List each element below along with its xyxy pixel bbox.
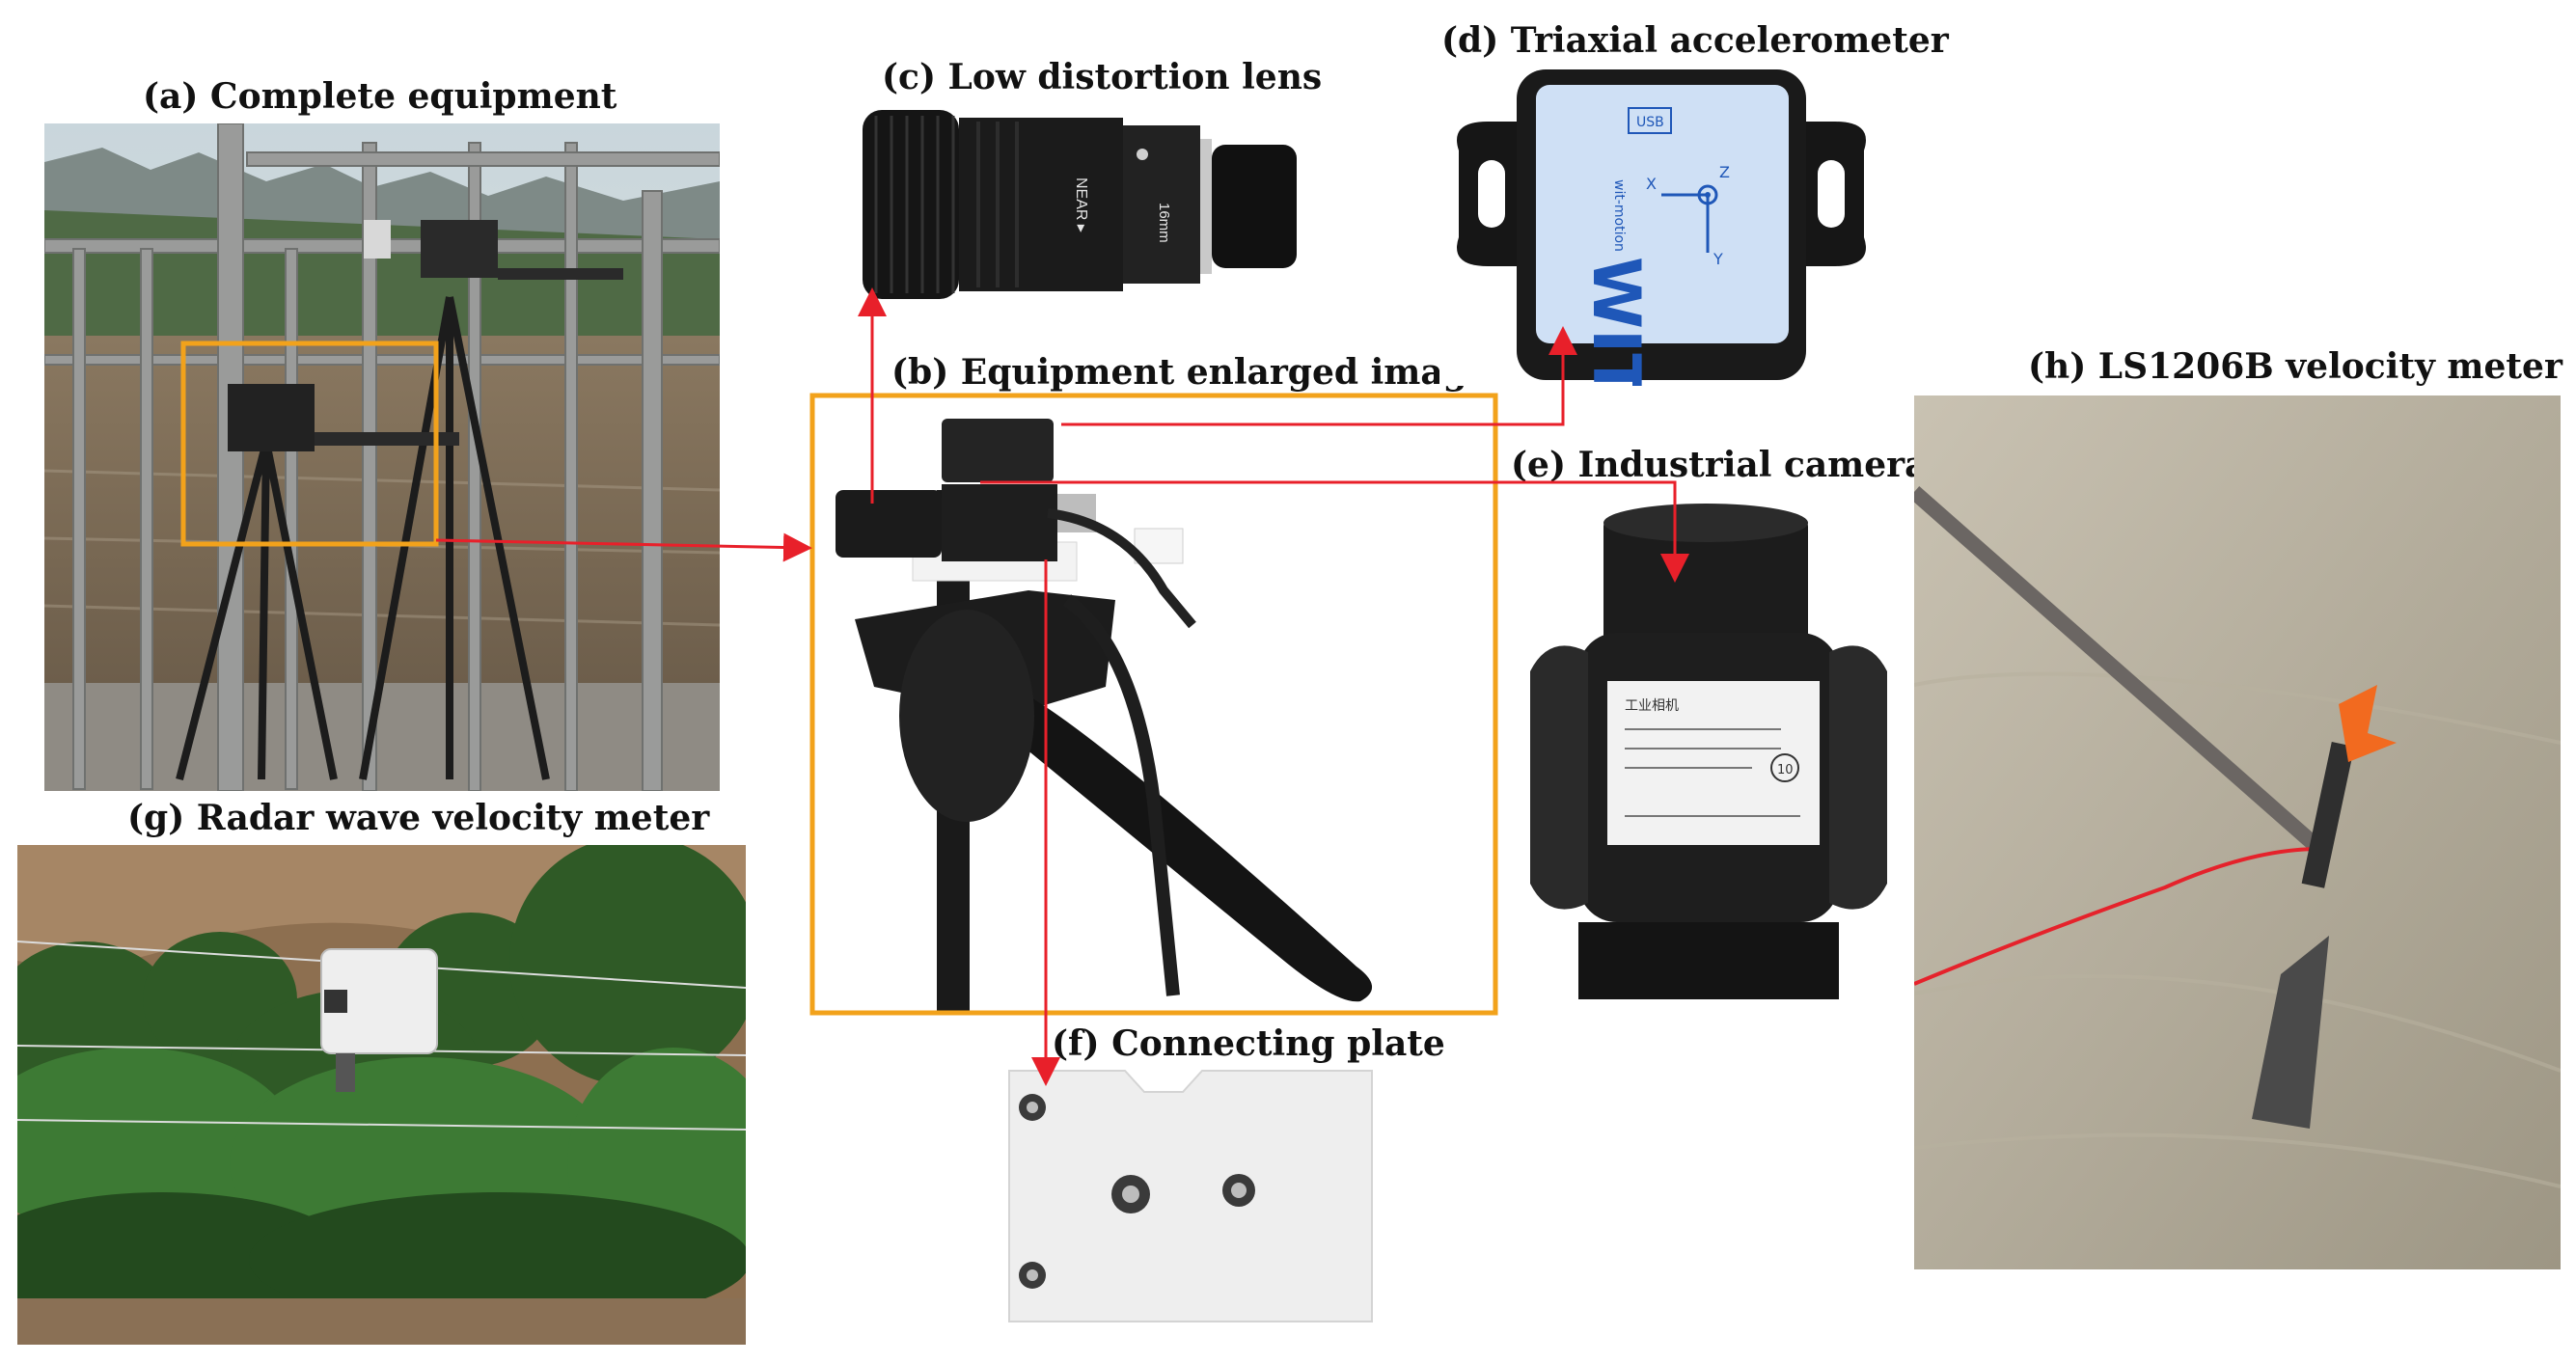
camera-label-title: 工业相机	[1625, 698, 1679, 714]
caption-equipment-enlarged: (b) Equipment enlarged image	[891, 352, 1490, 393]
axis-z-label: Z	[1719, 163, 1730, 181]
caption-radar-velocity-meter: (g) Radar wave velocity meter	[127, 798, 710, 838]
connecting-plate-photo	[1000, 1065, 1382, 1329]
caption-ls1206b-velocity-meter: (h) LS1206B velocity meter	[2028, 346, 2562, 387]
accelerometer-brand-sub: wit-motion	[1611, 179, 1627, 252]
axis-x-label: X	[1646, 175, 1657, 193]
lens-focal-label: 16mm	[1156, 203, 1172, 243]
caption-low-distortion-lens: (c) Low distortion lens	[882, 57, 1323, 97]
camera-label-badge: 10	[1777, 763, 1794, 777]
lens-near-label: NEAR ▸	[1073, 177, 1089, 232]
ls1206b-velocity-meter-photo	[1914, 395, 2561, 1269]
triaxial-accelerometer-photo: WIT wit-motion USB X Y Z	[1439, 64, 1883, 386]
accelerometer-brand: WIT	[1577, 257, 1654, 386]
caption-complete-equipment: (a) Complete equipment	[143, 76, 617, 117]
caption-connecting-plate: (f) Connecting plate	[1052, 1023, 1445, 1064]
low-distortion-lens-photo: NEAR ▸ 16mm	[853, 96, 1306, 307]
axis-y-label: Y	[1713, 250, 1723, 268]
radar-velocity-meter-photo	[17, 845, 746, 1345]
caption-industrial-camera: (e) Industrial camera	[1511, 445, 1928, 485]
accelerometer-usb-label: USB	[1636, 115, 1664, 130]
complete-equipment-photo	[44, 123, 720, 791]
equipment-enlarged-photo	[816, 397, 1492, 1011]
industrial-camera-photo: 工业相机 10	[1521, 488, 1897, 1003]
caption-triaxial-accelerometer: (d) Triaxial accelerometer	[1441, 20, 1949, 61]
